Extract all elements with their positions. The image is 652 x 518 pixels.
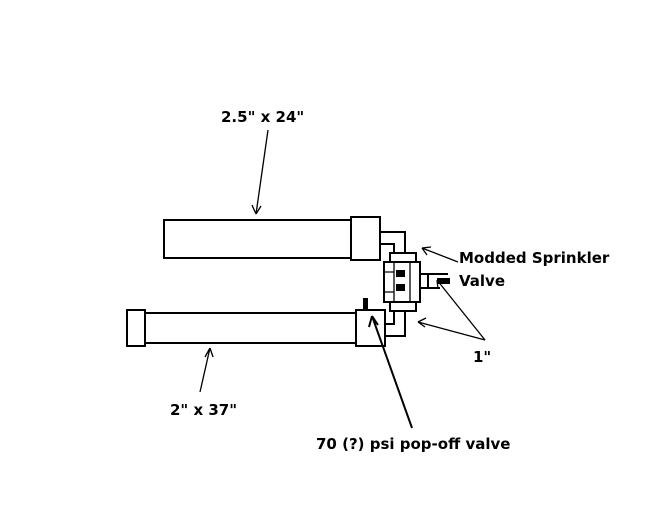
label-fitting-size: 1" [473,348,491,366]
upper-fitting [380,231,406,254]
valve-body [383,261,421,303]
valve-key-handle [437,278,450,284]
upper-pipe [163,216,381,261]
arrow-upper-pipe [251,129,269,215]
upper-pipe-cap [350,216,381,261]
label-valve-line1: Modded Sprinkler [459,249,610,267]
valve-bottom-nut [389,301,417,312]
lower-fitting [385,311,406,337]
arrow-valve [421,246,459,263]
valve-body-detail [384,262,411,302]
label-valve-line2: Valve [459,272,505,290]
leader-arrows [199,129,486,429]
valve-key [420,273,448,289]
lower-pipe-cap [355,309,386,347]
valve-port-lower [396,284,405,291]
valve-top-nut [389,252,417,263]
label-lower-pipe: 2" x 37" [170,401,237,419]
arrow-1in-lower [417,317,486,341]
label-upper-pipe: 2.5" x 24" [221,108,304,126]
arrow-1in-upper [436,279,486,341]
arrow-lower-pipe [199,347,214,393]
sprinkler-valve [383,252,450,312]
label-popoff-valve: 70 (?) psi pop-off valve [316,435,510,453]
arrow-popoff-valve [368,315,413,429]
lower-pipe [126,298,386,347]
valve-port-upper [396,270,405,277]
lower-pipe-body [144,312,358,344]
lower-pipe-endcap [126,309,146,347]
upper-pipe-body [163,219,353,259]
popoff-valve-stem [363,298,368,311]
